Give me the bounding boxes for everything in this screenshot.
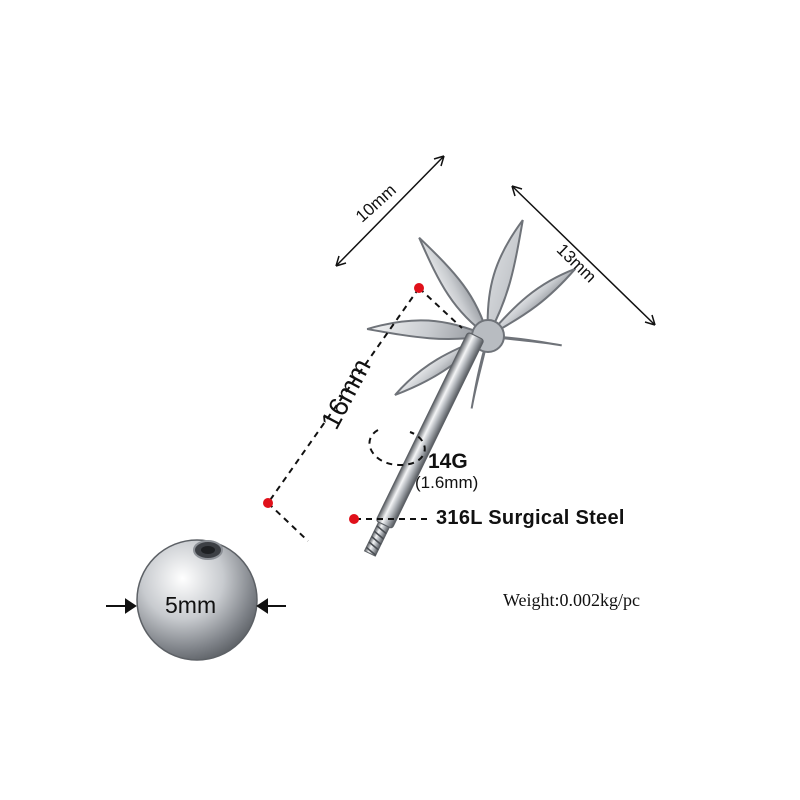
guide-lines xyxy=(267,287,463,542)
gauge-label: 14G xyxy=(428,450,468,473)
bar-post xyxy=(363,332,484,557)
ball-end xyxy=(136,539,258,661)
ball-diameter-label: 5mm xyxy=(165,592,217,618)
ball-size-arrows xyxy=(106,598,286,614)
dimension-10mm xyxy=(335,155,445,267)
material-label: 316L Surgical Steel xyxy=(436,507,625,529)
dimension-13mm xyxy=(511,185,656,326)
weight-label: Weight:0.002kg/pc xyxy=(503,590,641,610)
gauge-mm-label: (1.6mm) xyxy=(415,473,479,492)
marker-dots xyxy=(263,283,424,524)
